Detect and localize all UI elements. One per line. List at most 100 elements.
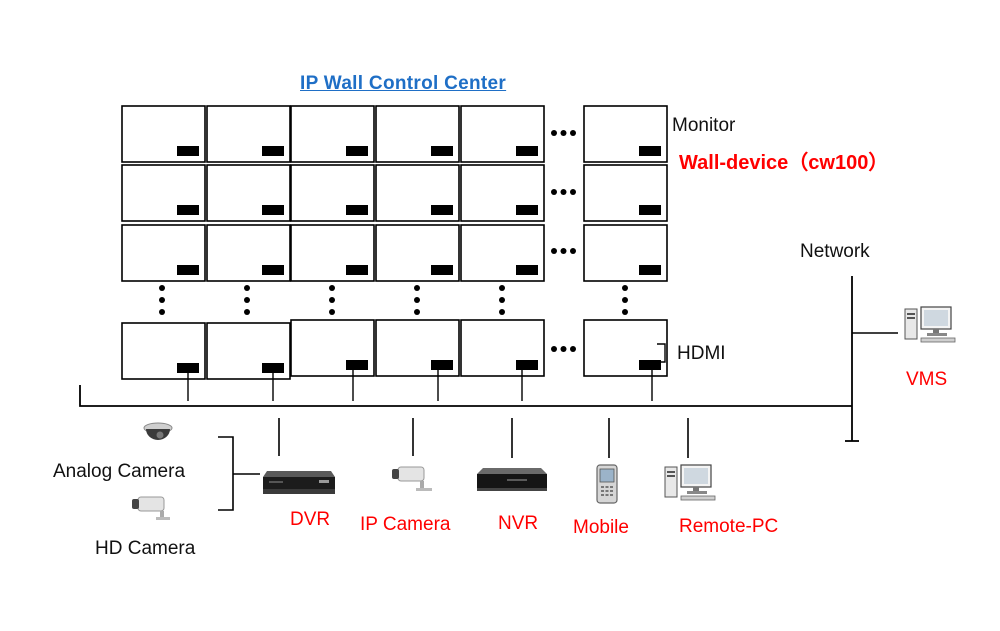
ellipsis-dot <box>570 346 576 352</box>
hdmi-bracket <box>657 343 666 363</box>
ellipsis-dot <box>499 309 505 315</box>
monitor-screen <box>206 224 291 282</box>
wall-device-box <box>177 205 199 215</box>
diagram-title: IP Wall Control Center <box>300 73 507 94</box>
monitor-screen <box>290 105 375 163</box>
wall-device-box <box>516 360 538 370</box>
network-label: Network <box>800 241 870 262</box>
dvr-icon <box>263 471 335 494</box>
desktop-pc-icon <box>904 306 956 343</box>
monitor-screen <box>290 319 375 377</box>
monitor-screen <box>583 105 668 163</box>
monitor-screen <box>460 105 545 163</box>
ellipsis-dot <box>551 189 557 195</box>
monitor-screen <box>460 319 545 377</box>
mobile-phone-icon <box>596 464 618 504</box>
ip-camera-icon <box>392 466 432 491</box>
ellipsis-dot <box>499 285 505 291</box>
mobile-label: Mobile <box>573 517 629 538</box>
wall-device-box <box>639 205 661 215</box>
monitor-screen <box>121 105 206 163</box>
monitor-screen <box>460 164 545 222</box>
wall-device-box <box>262 363 284 373</box>
ellipsis-dot <box>551 130 557 136</box>
wall-device-box <box>431 265 453 275</box>
monitor-screen <box>206 105 291 163</box>
monitor-screen <box>375 319 460 377</box>
ellipsis-dot <box>159 285 165 291</box>
wall-device-box <box>177 363 199 373</box>
wall-device-box <box>346 360 368 370</box>
wall-device-box <box>262 265 284 275</box>
wall-device-box <box>639 265 661 275</box>
ellipsis-dot <box>414 309 420 315</box>
ellipsis-dot <box>622 285 628 291</box>
ellipsis-dot <box>244 297 250 303</box>
remote-pc-label: Remote-PC <box>679 516 779 537</box>
wall-device-box <box>177 265 199 275</box>
monitor-screen <box>206 164 291 222</box>
wall-device-box <box>516 265 538 275</box>
ellipsis-dot <box>414 285 420 291</box>
nvr-icon <box>477 468 547 491</box>
ellipsis-dot <box>499 297 505 303</box>
monitor-screen <box>121 322 206 380</box>
wall-device-box <box>262 205 284 215</box>
wall-device-box <box>431 360 453 370</box>
wall-device-box <box>177 146 199 156</box>
wall-device-box <box>431 205 453 215</box>
ellipsis-dot <box>622 309 628 315</box>
wall-device-box <box>346 265 368 275</box>
network-wiring <box>79 276 898 511</box>
camera-bracket <box>218 436 234 511</box>
ellipsis-dot <box>329 297 335 303</box>
monitor-screen <box>375 164 460 222</box>
wall-device-box <box>639 360 661 370</box>
wall-device-box <box>346 146 368 156</box>
monitor-screen <box>121 164 206 222</box>
monitor-screen <box>290 224 375 282</box>
ellipsis-dot <box>570 130 576 136</box>
monitor-screen <box>290 164 375 222</box>
ellipsis-dot <box>414 297 420 303</box>
ellipsis-dot <box>329 285 335 291</box>
ellipsis-dot <box>560 189 567 195</box>
ellipsis-dot <box>560 248 567 254</box>
ellipsis-dot <box>570 248 576 254</box>
monitor-screen <box>206 322 291 380</box>
ellipsis-dot <box>244 285 250 291</box>
wall-device-label: Wall-device（cw100） <box>679 152 889 174</box>
ellipsis-dot <box>244 309 250 315</box>
monitor-screen <box>583 224 668 282</box>
ellipsis-dot <box>159 309 165 315</box>
wall-device-box <box>639 146 661 156</box>
monitor-screen <box>460 224 545 282</box>
dvr-label: DVR <box>290 509 331 530</box>
bullet-camera-icon <box>132 496 170 520</box>
dome-camera-icon <box>143 422 173 440</box>
monitor-screen <box>121 224 206 282</box>
ellipsis-dot <box>159 297 165 303</box>
ellipsis-dot <box>551 248 557 254</box>
nvr-label: NVR <box>498 513 539 534</box>
hd-camera-label: HD Camera <box>95 538 196 559</box>
wall-device-box <box>516 146 538 156</box>
monitor-label: Monitor <box>672 115 736 136</box>
vms-label: VMS <box>906 369 948 390</box>
wall-device-box <box>431 146 453 156</box>
ellipsis-dot <box>560 346 567 352</box>
analog-camera-label: Analog Camera <box>53 461 186 482</box>
wall-device-box <box>516 205 538 215</box>
desktop-pc-icon <box>664 464 716 501</box>
ip-camera-label: IP Camera <box>360 514 451 535</box>
ellipsis-dot <box>329 309 335 315</box>
monitor-screen <box>583 164 668 222</box>
wall-device-box <box>262 146 284 156</box>
ellipsis-dot <box>622 297 628 303</box>
ellipsis-dot <box>570 189 576 195</box>
ellipsis-dot <box>560 130 567 136</box>
monitor-screen <box>375 105 460 163</box>
wall-device-box <box>346 205 368 215</box>
